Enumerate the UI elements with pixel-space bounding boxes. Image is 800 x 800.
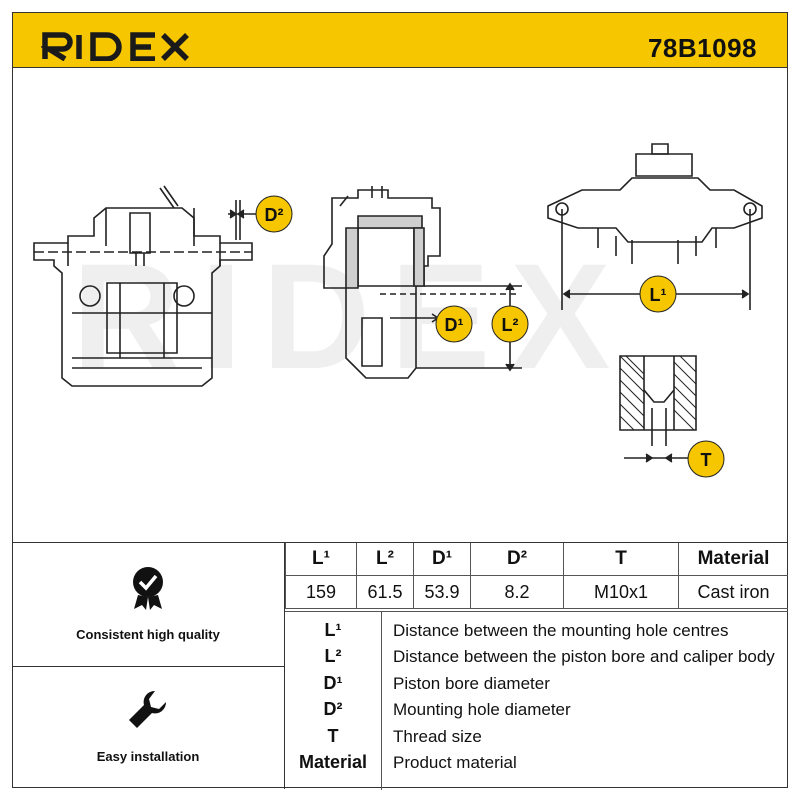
- caliper-section-view: [323, 186, 522, 379]
- legend-desc: Piston bore diameter: [393, 674, 550, 693]
- header-material: Material: [678, 543, 788, 576]
- header-d2: D²: [470, 543, 564, 576]
- t-label: T: [701, 450, 712, 470]
- legend-row: L² Distance between the piston bore and …: [285, 642, 788, 668]
- legend-desc: Thread size: [393, 727, 482, 746]
- t-callout: T: [687, 440, 725, 478]
- legend-code: T: [327, 726, 339, 746]
- l1-callout: L¹: [639, 275, 677, 313]
- d1-label: D¹: [445, 315, 464, 335]
- technical-drawing: RIDEX: [12, 68, 788, 542]
- l1-label: L¹: [650, 285, 667, 305]
- legend-row: Material Product material: [285, 748, 788, 774]
- part-number: 78B1098: [647, 33, 757, 63]
- header-t: T: [563, 543, 679, 576]
- header-l2: L²: [356, 543, 414, 576]
- value-material: Cast iron: [678, 575, 788, 609]
- d2-callout: D²: [255, 195, 293, 233]
- value-d2: 8.2: [470, 575, 564, 609]
- legend-row: D² Mounting hole diameter: [285, 695, 788, 721]
- spec-header-row: L¹ L² D¹ D² T Material: [285, 543, 788, 576]
- legend-code: D¹: [323, 673, 343, 693]
- legend-divider: [381, 612, 382, 790]
- feature-divider: [12, 666, 284, 667]
- value-t: M10x1: [563, 575, 679, 609]
- legend-row: T Thread size: [285, 722, 788, 748]
- legend-desc: Product material: [393, 753, 517, 772]
- legend-desc: Distance between the piston bore and cal…: [393, 647, 775, 666]
- table-divider: [284, 543, 285, 789]
- header-d1: D¹: [413, 543, 471, 576]
- caliper-drawing: RIDEX: [33, 143, 763, 478]
- ridex-logo-icon: [39, 32, 189, 62]
- legend-code: Material: [298, 752, 368, 772]
- legend-code: L²: [324, 646, 342, 666]
- header-bar: 78B1098: [12, 12, 788, 68]
- spec-section: Consistent high quality Easy installatio…: [12, 542, 788, 790]
- value-l1: 159: [285, 575, 357, 609]
- legend-desc: Distance between the mounting hole centr…: [393, 621, 729, 640]
- l2-callout: L²: [491, 305, 529, 343]
- badge-check-icon: [133, 567, 163, 610]
- quality-feature: [12, 565, 284, 616]
- value-l2: 61.5: [356, 575, 414, 609]
- legend-code: L¹: [324, 620, 342, 640]
- thread-detail-view: [619, 355, 697, 463]
- installation-feature-label: Easy installation: [96, 749, 200, 764]
- legend-table: L¹ Distance between the mounting hole ce…: [285, 611, 788, 790]
- legend-desc: Mounting hole diameter: [393, 700, 571, 719]
- header-l1: L¹: [285, 543, 357, 576]
- d2-label: D²: [265, 205, 284, 225]
- d2-dimension: [228, 200, 260, 240]
- caliper-front-view: [33, 185, 253, 387]
- l2-label: L²: [502, 315, 519, 335]
- installation-feature: [12, 687, 284, 738]
- quality-feature-label: Consistent high quality: [76, 627, 220, 642]
- d1-callout: D¹: [435, 305, 473, 343]
- legend-row: L¹ Distance between the mounting hole ce…: [285, 616, 788, 642]
- legend-row: D¹ Piston bore diameter: [285, 669, 788, 695]
- brand-logo: [39, 31, 211, 66]
- wrench-icon: [129, 690, 167, 728]
- value-d1: 53.9: [413, 575, 471, 609]
- caliper-top-view: [547, 143, 763, 310]
- spec-value-row: 159 61.5 53.9 8.2 M10x1 Cast iron: [285, 575, 788, 609]
- legend-code: D²: [323, 699, 343, 719]
- spec-table: L¹ L² D¹ D² T Material 159 61.5 53.9 8.2…: [285, 543, 788, 609]
